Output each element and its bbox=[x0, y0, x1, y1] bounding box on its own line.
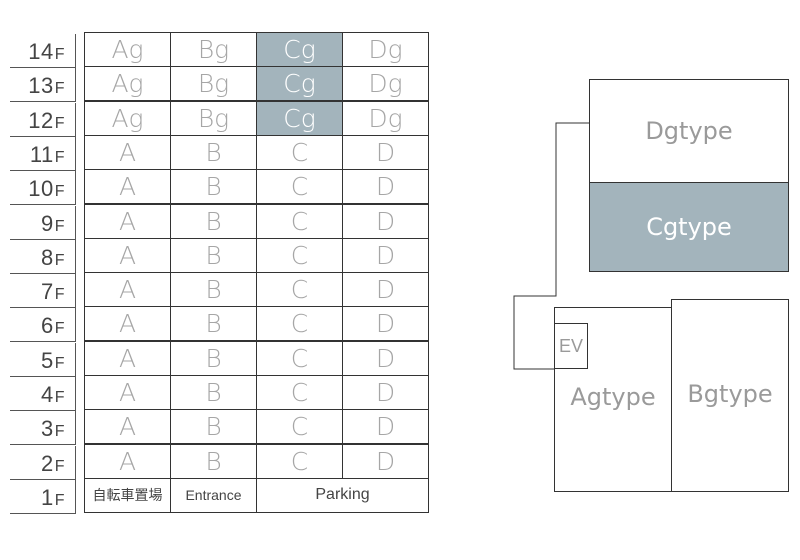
floor-number: 8 bbox=[40, 244, 54, 270]
parking-cell[interactable]: Parking bbox=[256, 477, 429, 513]
unit-cell[interactable]: Dg bbox=[342, 32, 429, 67]
floor-label: 6F bbox=[10, 308, 76, 343]
floor-label: 10F bbox=[10, 171, 76, 206]
unit-agtype-label: Agtype bbox=[570, 382, 656, 411]
unit-cgtype[interactable]: Cgtype bbox=[589, 182, 789, 272]
floor-number: 5 bbox=[40, 347, 54, 373]
floor-number: 6 bbox=[40, 313, 54, 339]
floor-unit: F bbox=[54, 491, 65, 509]
floor-label: 12F bbox=[10, 102, 76, 137]
unit-bgtype[interactable]: Bgtype bbox=[671, 299, 789, 492]
floor-unit: F bbox=[54, 320, 65, 338]
floor-label: 9F bbox=[10, 205, 76, 240]
floor-number: 11 bbox=[29, 141, 54, 167]
floor-unit: F bbox=[54, 457, 65, 475]
floor-number: 3 bbox=[40, 416, 54, 442]
floor-label: 4F bbox=[10, 377, 76, 411]
floor-number: 9 bbox=[40, 210, 54, 236]
floor-unit: F bbox=[54, 148, 65, 166]
floor-unit: F bbox=[54, 114, 65, 132]
floor-label: 2F bbox=[10, 445, 76, 480]
floor-label: 7F bbox=[10, 274, 76, 309]
floor-unit: F bbox=[54, 80, 65, 98]
floor-label: 1F bbox=[10, 479, 76, 514]
floor-unit: F bbox=[54, 251, 65, 269]
unit-bgtype-label: Bgtype bbox=[687, 380, 773, 408]
floor-unit: F bbox=[54, 46, 65, 63]
floor-number: 7 bbox=[40, 279, 54, 305]
floor-unit: F bbox=[54, 354, 65, 372]
floor-label: 5F bbox=[10, 342, 76, 377]
floor-unit: F bbox=[54, 286, 65, 304]
floor-number: 14 bbox=[28, 39, 54, 64]
floor-number: 12 bbox=[28, 107, 54, 133]
floor-number: 4 bbox=[40, 382, 54, 407]
unit-dgtype-label: Dgtype bbox=[645, 117, 733, 145]
floor-number: 2 bbox=[40, 450, 54, 476]
floor-number: 1 bbox=[40, 484, 54, 510]
floor-label: 11F bbox=[10, 136, 76, 171]
unit-dgtype[interactable]: Dgtype bbox=[589, 79, 789, 183]
floor-unit: F bbox=[54, 389, 65, 406]
elevator-label: EV bbox=[558, 335, 583, 356]
floor-unit: F bbox=[54, 423, 65, 441]
floor-number: 10 bbox=[28, 176, 54, 202]
floor-label: 13F bbox=[10, 68, 76, 103]
unit-cell[interactable]: Bg bbox=[170, 32, 257, 67]
floor-label: 14F bbox=[10, 34, 76, 68]
unit-agtype[interactable]: Agtype bbox=[554, 307, 672, 492]
floor-unit: F bbox=[54, 217, 65, 235]
floor-label: 8F bbox=[10, 239, 76, 274]
floor-label: 3F bbox=[10, 411, 76, 446]
elevator: EV bbox=[554, 323, 588, 369]
unit-cgtype-label: Cgtype bbox=[646, 213, 732, 241]
unit-cell[interactable]: Dg bbox=[342, 100, 429, 136]
floor-unit: F bbox=[54, 183, 65, 201]
floor-number: 13 bbox=[28, 73, 54, 99]
